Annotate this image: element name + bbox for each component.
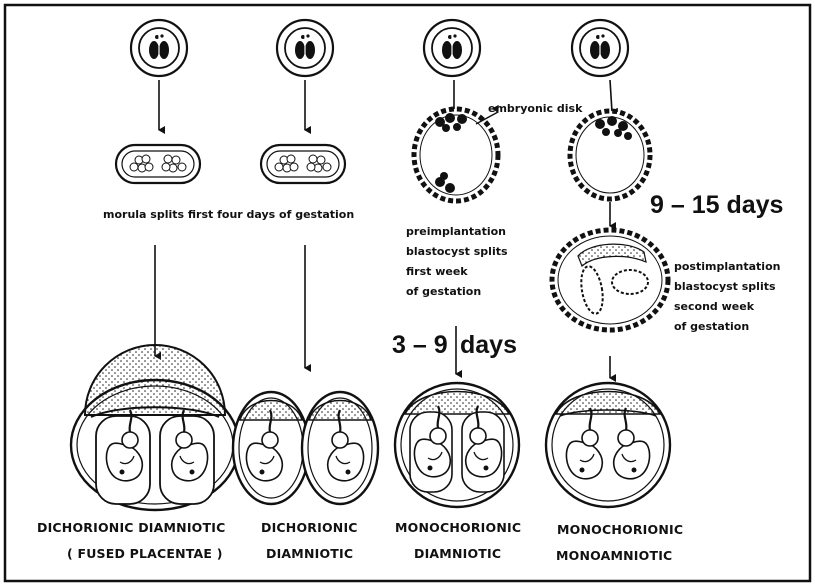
caption-dichorionic-line2: DIAMNIOTIC: [266, 548, 353, 561]
zygote-1: [131, 20, 187, 76]
label-days-3-9-prefix: 3 – 9: [392, 333, 448, 358]
zygote-2: [277, 20, 333, 76]
caption-monochorionic-monoamniotic-line2: MONOAMNIOTIC: [556, 550, 672, 563]
label-postimplantation: postimplantation blastocyst splits secon…: [674, 257, 804, 337]
label-morula-splits: morula splits first four days of gestati…: [103, 209, 354, 220]
label-embryonic-disk: embryonic disk: [488, 103, 582, 114]
zygote-4: [572, 20, 628, 76]
label-days-9-15: 9 – 15 days: [650, 193, 783, 218]
caption-dichorionic-fused-line2: ( FUSED PLACENTAE ): [67, 548, 223, 561]
caption-monochorionic-monoamniotic-line1: MONOCHORIONIC: [557, 524, 683, 537]
sac-monochorionic-diamniotic: [395, 383, 519, 507]
blastocyst-right: [570, 111, 650, 199]
zygote-3: [424, 20, 480, 76]
blastocyst-preimplantation: [414, 109, 498, 201]
caption-monochorionic-diamniotic-line1: MONOCHORIONIC: [395, 522, 521, 535]
label-preimplantation: preimplantation blastocyst splits first …: [406, 222, 536, 302]
caption-dichorionic-fused-line1: DICHORIONIC DIAMNIOTIC: [37, 522, 225, 535]
label-days-3-9-suffix: days: [460, 333, 517, 358]
sac-monochorionic-monoamniotic: [546, 383, 670, 507]
morula-2: [261, 145, 345, 183]
blastocyst-postimplantation: [552, 230, 668, 330]
morula-1: [116, 145, 200, 183]
caption-monochorionic-diamniotic-line2: DIAMNIOTIC: [414, 548, 501, 561]
caption-dichorionic-line1: DICHORIONIC: [261, 522, 358, 535]
